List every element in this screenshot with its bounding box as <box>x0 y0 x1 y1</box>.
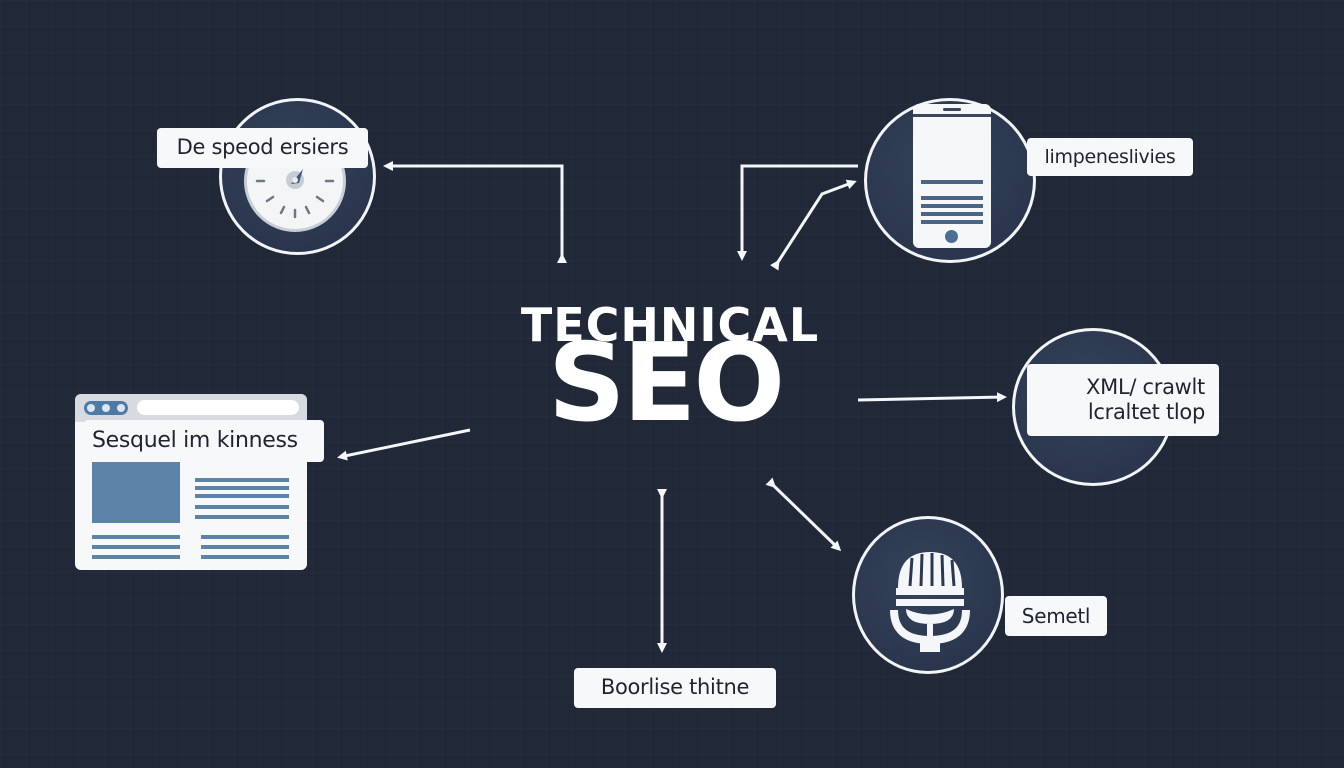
title-technical: TECHNICAL <box>520 298 820 352</box>
structured-label: Sesquel im kinness <box>84 420 324 462</box>
sitemap-label-line2: lcraltet tlop <box>1087 400 1205 424</box>
speed-label: De speod ersiers <box>157 128 368 168</box>
sitemap-label-line1: XML/ crawlt <box>1086 374 1205 399</box>
arrow-sitemap <box>857 392 1007 403</box>
voice-label: Semetl <box>1005 596 1107 636</box>
title-seo: SEO <box>547 321 785 446</box>
arrow-mobile-elbow <box>737 164 858 261</box>
bottom-label[interactable]: Boorlise thitne <box>574 668 776 708</box>
smartphone-icon <box>913 104 991 248</box>
sitemap-label: XML/ crawlt lcraltet tlop <box>1027 364 1219 436</box>
arrow-speed <box>383 161 567 263</box>
mobile-label: limpeneslivies <box>1027 138 1193 176</box>
microphone-icon <box>890 552 970 652</box>
arrow-mobile-diag <box>769 179 857 271</box>
arrow-structured <box>337 428 471 461</box>
arrow-voice <box>765 477 842 552</box>
